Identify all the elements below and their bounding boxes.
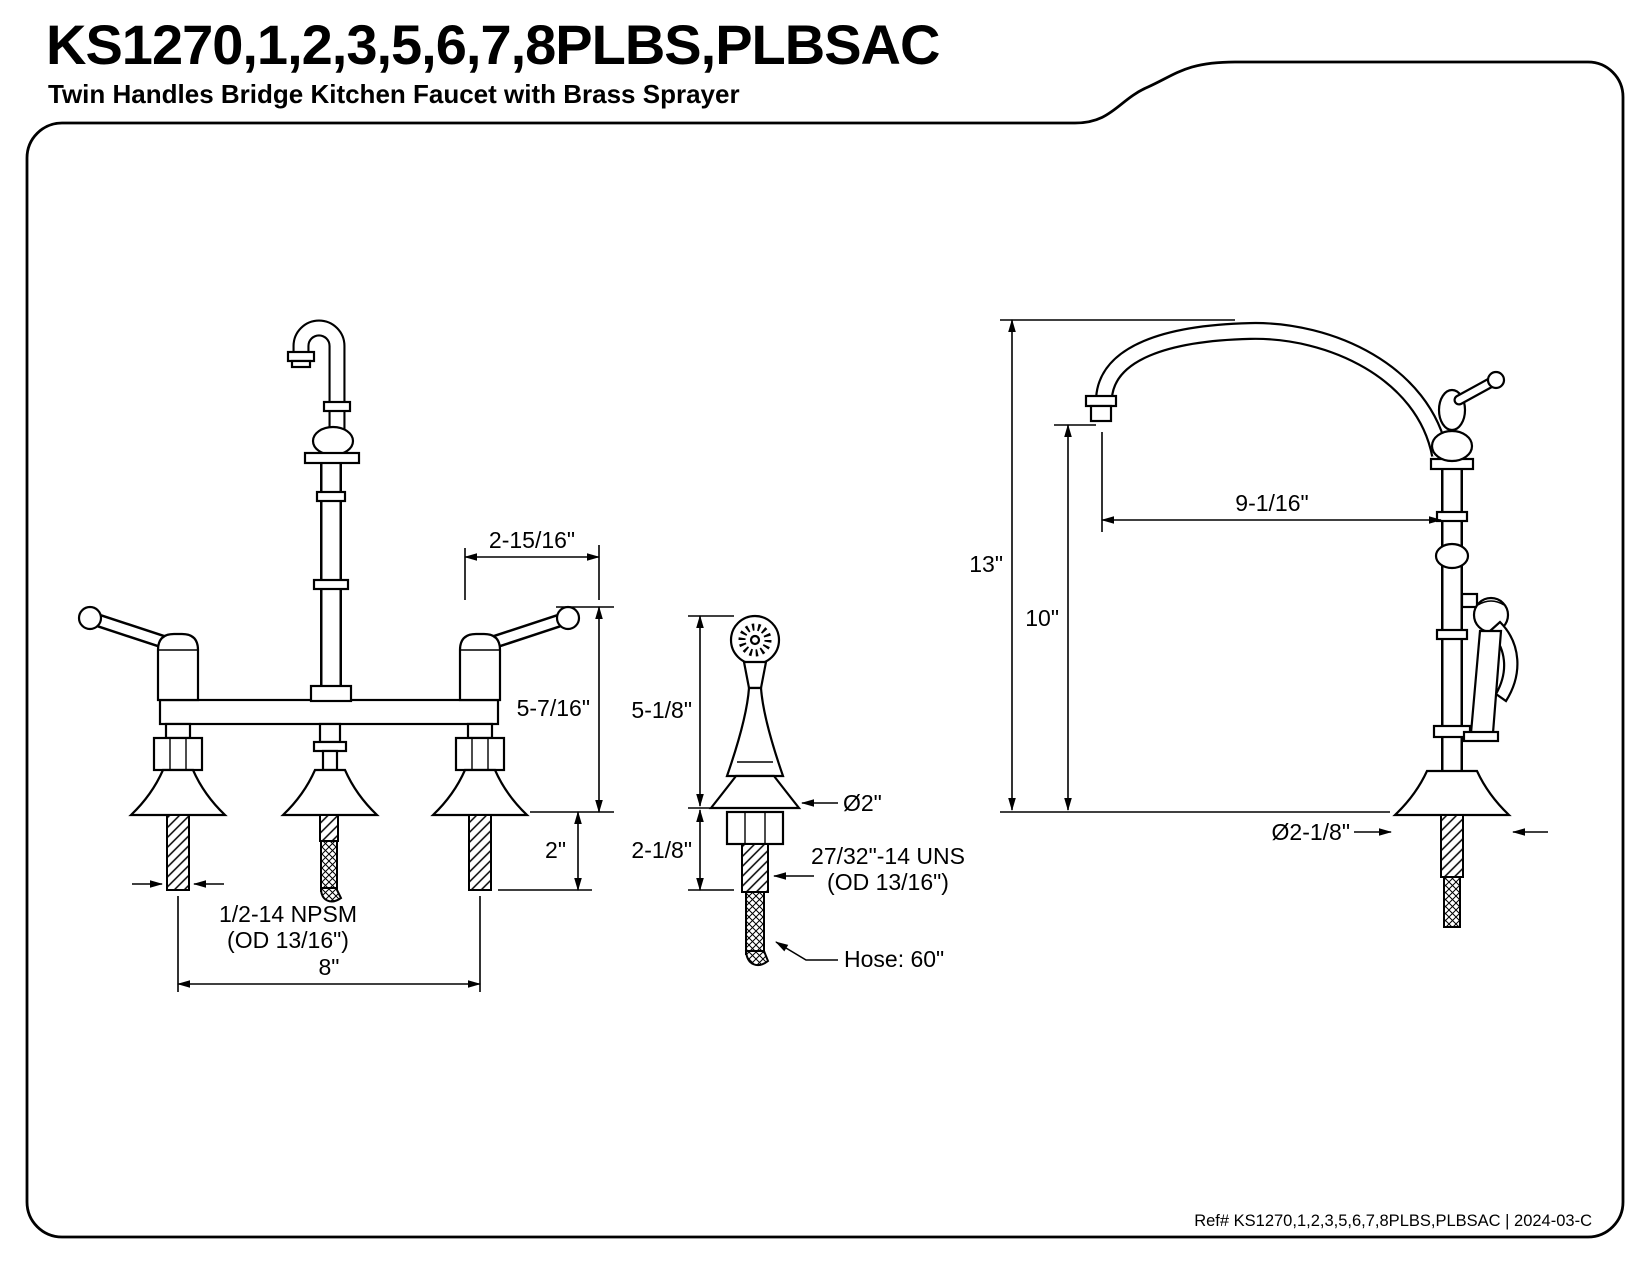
dim-shank-length: 2"	[545, 837, 566, 863]
sprayer-view-drawing	[708, 614, 802, 967]
sprayer-body	[725, 686, 785, 778]
front-aerator	[286, 350, 316, 363]
sprayer-threaded-shank	[741, 843, 769, 893]
front-spout	[286, 319, 352, 436]
side-handle	[1453, 370, 1506, 406]
dim-supply-thread: 1/2-14 NPSM	[219, 901, 357, 927]
front-center-mount	[280, 722, 380, 903]
sprayer-dimensions: 5-1/8" Ø2" 2-1/8" 27/32"-14 UNS (OD 13/1…	[631, 615, 965, 972]
left-threaded-shank	[166, 814, 190, 891]
dim-overall-height: 13"	[969, 551, 1003, 577]
side-aerator	[1084, 394, 1118, 408]
side-hose	[1443, 876, 1461, 928]
front-left-mount	[128, 722, 228, 891]
bridge-bar	[158, 698, 500, 726]
center-hose	[320, 840, 338, 892]
dim-sprayer-base-dia: Ø2"	[843, 790, 882, 816]
dim-handle-height: 5-7/16"	[517, 695, 590, 721]
side-spout	[1084, 321, 1449, 457]
side-threaded-shank	[1440, 814, 1464, 878]
page-subtitle: Twin Handles Bridge Kitchen Faucet with …	[48, 79, 740, 109]
side-column	[1429, 388, 1475, 772]
front-left-valve	[156, 632, 200, 702]
front-right-valve	[458, 632, 502, 702]
front-spout-hub	[311, 425, 355, 457]
front-dimensions: 2-15/16" 5-7/16" 2" 1/2-14 NPSM (OD 13/1…	[132, 527, 614, 992]
sheet-border	[25, 60, 1625, 1239]
right-escutcheon	[430, 768, 530, 817]
front-view-drawing	[77, 319, 581, 903]
side-sprayer	[1460, 592, 1519, 743]
dim-handle-reach: 2-15/16"	[489, 527, 575, 553]
right-threaded-shank	[468, 814, 492, 891]
left-escutcheon	[128, 768, 228, 817]
dim-base-diameter: Ø2-1/8"	[1272, 819, 1350, 845]
dim-spout-reach: 9-1/16"	[1235, 490, 1308, 516]
dim-sprayer-thread-od: (OD 13/16")	[827, 869, 949, 895]
footer-reference: Ref# KS1270,1,2,3,5,6,7,8PLBS,PLBSAC | 2…	[1194, 1212, 1592, 1230]
right-locknut	[454, 736, 506, 772]
sprayer-hook	[1460, 592, 1479, 609]
dim-hose-length: Hose: 60"	[844, 946, 944, 972]
side-spout-hub	[1430, 429, 1474, 463]
dim-spout-height: 10"	[1025, 605, 1059, 631]
side-dimensions: 13" 10" 9-1/16" Ø2-1/8"	[969, 319, 1548, 845]
sprayer-escutcheon	[708, 774, 802, 810]
sprayer-locknut	[725, 810, 785, 846]
side-mount	[1392, 769, 1512, 928]
page-title: KS1270,1,2,3,5,6,7,8PLBS,PLBSAC	[46, 13, 940, 76]
dim-sprayer-height: 5-1/8"	[631, 697, 692, 723]
side-escutcheon	[1392, 769, 1512, 817]
front-column	[303, 425, 361, 706]
side-sprayer-body	[1469, 629, 1503, 735]
dim-faucet-centers: 8"	[319, 954, 340, 980]
sprayer-hose	[745, 891, 765, 955]
center-escutcheon	[280, 768, 380, 817]
side-view-drawing	[1084, 321, 1519, 928]
left-locknut	[152, 736, 204, 772]
bridge-center-socket	[309, 684, 353, 703]
front-right-mount	[430, 722, 530, 891]
sprayer-neck	[742, 660, 768, 690]
front-spout-collar	[322, 400, 352, 413]
dim-sprayer-shank-length: 2-1/8"	[631, 837, 692, 863]
dim-sprayer-thread: 27/32"-14 UNS	[811, 843, 965, 869]
dim-supply-thread-od: (OD 13/16")	[227, 927, 349, 953]
